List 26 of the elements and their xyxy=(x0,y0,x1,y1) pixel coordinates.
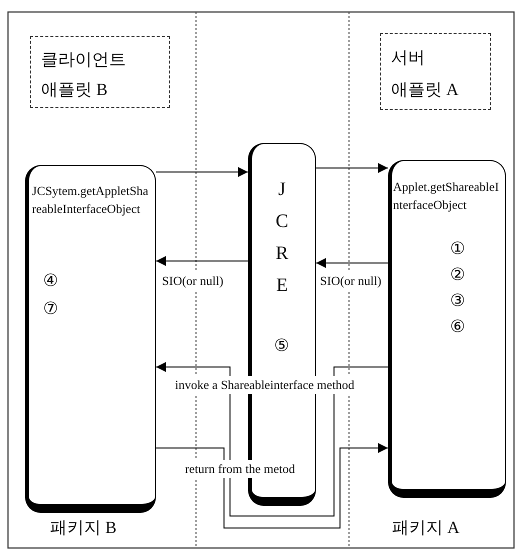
arrow xyxy=(156,362,388,516)
edge-label: SIO(or null) xyxy=(320,272,382,290)
package-label: 패키지 B xyxy=(50,518,117,538)
arrow xyxy=(156,256,248,266)
package-box xyxy=(388,160,506,498)
arrow xyxy=(316,258,388,268)
arrow xyxy=(156,167,248,177)
vertical-label: JCRE xyxy=(274,178,290,298)
step-number: ⑤ xyxy=(274,336,289,356)
package-box xyxy=(25,165,156,513)
dashed-label-box xyxy=(30,36,170,108)
step-number: ⑦ xyxy=(43,299,58,319)
package-label: 패키지 A xyxy=(392,518,460,538)
title-text: 클라이언트 애플릿 B xyxy=(41,49,127,101)
arrow xyxy=(156,443,388,528)
edge-label: SIO(or null) xyxy=(162,272,224,290)
dashed-label-box xyxy=(380,33,491,110)
edge-label: return from the metod xyxy=(185,460,296,478)
edge-label: invoke a Shareableinterface method xyxy=(175,376,354,394)
step-number: ③ xyxy=(450,291,465,311)
title-text: 서버 애플릿 A xyxy=(391,47,460,101)
arrow xyxy=(316,163,388,173)
step-number: ① xyxy=(450,239,465,259)
step-number: ② xyxy=(450,265,465,285)
step-number: ⑥ xyxy=(450,317,465,337)
step-number: ④ xyxy=(43,271,58,291)
